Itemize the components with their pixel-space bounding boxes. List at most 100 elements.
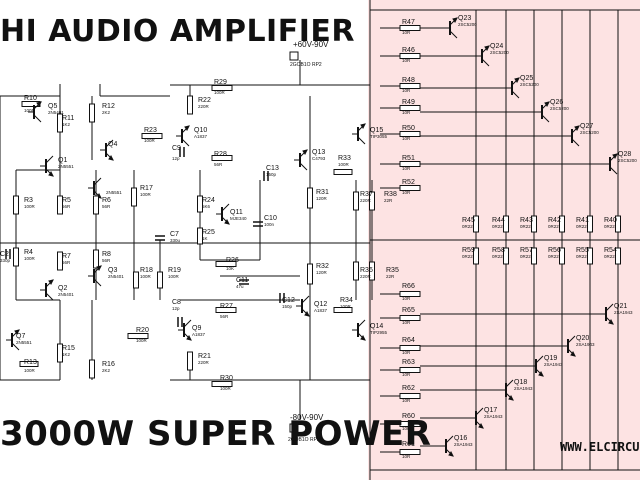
value-q27: 2SC5200 xyxy=(580,130,599,135)
transistor-q4-collector xyxy=(105,139,114,148)
transistor-q3-emitter xyxy=(93,278,102,287)
transistor-q18 xyxy=(500,379,514,401)
transistor-q16 xyxy=(440,435,454,457)
label-q25: Q25 xyxy=(520,75,533,82)
resistor-r26 xyxy=(215,261,237,267)
transistor-q19-arrow xyxy=(538,371,544,377)
label-r36: R36 xyxy=(360,267,373,274)
transistor-q7-arrow xyxy=(14,329,20,335)
label-r35: R35 xyxy=(386,267,399,274)
resistor-r20 xyxy=(127,333,149,339)
value-r4: 100R xyxy=(24,256,36,261)
transistor-q3-upper-collector xyxy=(93,177,102,186)
value-q7: 2N5551 xyxy=(16,340,32,345)
label-r38: R38 xyxy=(384,191,397,198)
transistor-q4-arrow xyxy=(108,155,114,161)
resistor-r3 xyxy=(13,195,19,215)
label-q3: Q3 xyxy=(108,267,117,274)
label-r7: R7 xyxy=(62,253,71,260)
value-r46: 10R xyxy=(402,58,411,63)
label-r3: R3 xyxy=(24,197,33,204)
resistor-r63 xyxy=(399,367,421,373)
label-r31: R31 xyxy=(316,189,329,196)
value-c8: 12p xyxy=(172,306,180,311)
resistor-r6 xyxy=(93,195,99,215)
value-c2: 330p xyxy=(0,258,11,263)
value-r24: 5K6 xyxy=(202,204,211,209)
label-q10: Q10 xyxy=(194,127,207,134)
label-q18: Q18 xyxy=(514,379,527,386)
label-r6: R6 xyxy=(102,197,111,204)
label-r50: R50 xyxy=(402,125,415,132)
transistor-q28 xyxy=(604,153,618,175)
value-q23: 2SC5200 xyxy=(458,22,477,27)
label-c11: C11 xyxy=(236,277,248,284)
value-r50: 10R xyxy=(402,136,411,141)
label-q11: Q11 xyxy=(230,209,243,216)
value-r7: 56R xyxy=(62,260,71,265)
resistor-r62 xyxy=(399,393,421,399)
resistor-r18 xyxy=(133,271,139,289)
value-c12: 150p xyxy=(282,304,293,309)
value-r58: 0R22 xyxy=(492,254,503,259)
transistor-q19-collector xyxy=(535,355,544,364)
label-r43: R43 xyxy=(520,217,533,224)
transistor-q12 xyxy=(296,295,310,317)
value-r45: 0R22 xyxy=(462,224,473,229)
website-url: WWW.ELCIRCUIT.C xyxy=(560,440,640,454)
transistor-q13 xyxy=(294,149,308,171)
value-q16: 2SA1943 xyxy=(454,442,473,447)
value-r42: 0R22 xyxy=(548,224,559,229)
transistor-q20-arrow xyxy=(570,351,576,357)
transistor-q23-arrow xyxy=(452,17,458,23)
label-r13: R13 xyxy=(24,359,37,366)
label-c13: C13 xyxy=(266,165,279,172)
transistor-q17-collector xyxy=(475,407,484,416)
value-r38: 22R xyxy=(384,198,393,203)
transistor-q2-emitter xyxy=(45,292,54,301)
resistor-r27 xyxy=(215,307,237,313)
transistor-q14-collector xyxy=(357,319,366,328)
label-r51: R51 xyxy=(402,155,415,162)
value-r11: 1K2 xyxy=(62,122,71,127)
transistor-q24-emitter xyxy=(481,58,490,67)
label-r26: R26 xyxy=(226,257,239,264)
value-q3: 2N5401 xyxy=(108,274,124,279)
value-r8: 56R xyxy=(102,258,111,263)
capacitor-c9 xyxy=(179,147,185,157)
label-q5: Q5 xyxy=(48,103,57,110)
value-r51: 10R xyxy=(402,166,411,171)
value-r19: 100R xyxy=(168,274,180,279)
capacitor-c13 xyxy=(263,171,269,181)
label-r19: R19 xyxy=(168,267,181,274)
value-r30: 100R xyxy=(220,386,232,391)
transistor-q11-arrow xyxy=(224,219,230,225)
value-q15: TIP3055 xyxy=(370,134,388,139)
resistor-r46 xyxy=(399,53,421,59)
transistor-q1 xyxy=(40,155,54,177)
transistor-q24-arrow xyxy=(484,45,490,51)
transistor-q1-collector xyxy=(45,155,54,164)
transistor-q10-emitter xyxy=(181,138,190,147)
resistor-r52 xyxy=(399,185,421,191)
transistor-q11 xyxy=(216,203,230,225)
value-r52: 10R xyxy=(402,190,411,195)
value-q2: 2N5401 xyxy=(58,292,74,297)
label-r25: R25 xyxy=(202,229,215,236)
value-r18: 100R xyxy=(140,274,152,279)
resistor-r66 xyxy=(399,291,421,297)
transistor-q15-arrow xyxy=(360,123,366,129)
resistor-r22 xyxy=(187,95,193,115)
label-r48: R48 xyxy=(402,77,415,84)
value-r28: 56R xyxy=(214,162,223,167)
label-q7: Q7 xyxy=(16,333,25,340)
value-q19: 2SA1943 xyxy=(544,362,563,367)
resistor-r19 xyxy=(157,271,163,289)
value-r37: 220R xyxy=(360,198,372,203)
resistor-r17 xyxy=(131,187,137,207)
resistor-r65 xyxy=(399,315,421,321)
resistor-r60 xyxy=(399,421,421,427)
label-q4: Q4 xyxy=(108,141,117,148)
connector-negative-rail xyxy=(289,423,299,433)
transistor-q25-arrow xyxy=(514,77,520,83)
